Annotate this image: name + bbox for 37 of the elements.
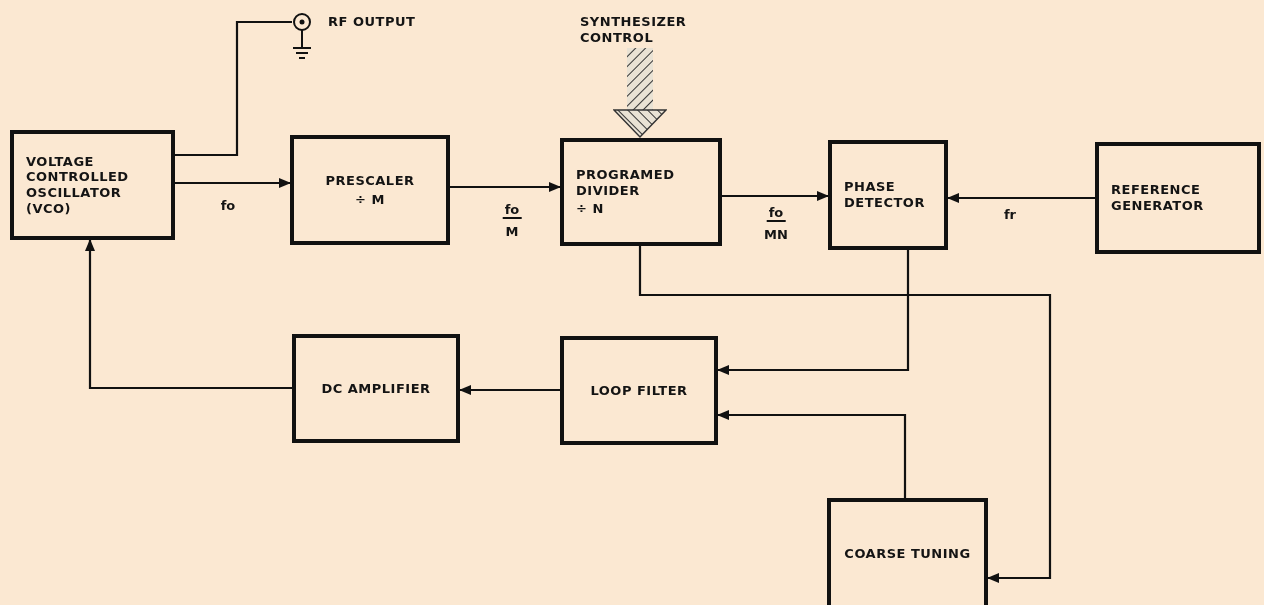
block-label: PROGRAMED DIVIDER bbox=[576, 167, 676, 199]
block-box bbox=[827, 498, 988, 605]
block-label: REFERENCE GENERATOR bbox=[1111, 182, 1205, 214]
fraction-denominator: MN bbox=[763, 228, 789, 243]
block-label: ÷ N bbox=[576, 201, 605, 217]
arrow bbox=[175, 178, 291, 188]
block-label: PHASE DETECTOR bbox=[844, 179, 926, 211]
arrow bbox=[717, 250, 910, 375]
block-box bbox=[10, 130, 175, 240]
connector-label: RF OUTPUT bbox=[328, 14, 416, 29]
block-box bbox=[828, 140, 948, 250]
block-box bbox=[1095, 142, 1261, 254]
fraction-denominator: M bbox=[504, 225, 520, 240]
block-box bbox=[560, 138, 722, 246]
edge-label: fo bbox=[220, 197, 236, 213]
block-label: LOOP FILTER bbox=[590, 382, 688, 399]
block-label: PRESCALER bbox=[325, 172, 415, 189]
block-label: COARSE TUNING bbox=[844, 546, 971, 562]
connector-line bbox=[175, 20, 292, 157]
arrow bbox=[85, 239, 292, 390]
arrow bbox=[459, 385, 560, 395]
fraction-numerator: fo bbox=[502, 203, 522, 220]
block-label: VOLTAGE CONTROLLED OSCILLATOR (VCO) bbox=[26, 153, 130, 217]
block-label: DC AMPLIFIER bbox=[321, 380, 431, 397]
hatched-arrow bbox=[613, 48, 667, 138]
control-label: SYNTHESIZER CONTROL bbox=[580, 14, 720, 46]
block-box bbox=[560, 336, 718, 445]
block-box bbox=[290, 135, 450, 245]
edge-label: fr bbox=[1003, 206, 1017, 222]
arrow bbox=[722, 191, 829, 201]
arrow bbox=[717, 410, 907, 498]
arrow bbox=[450, 182, 561, 192]
arrow bbox=[947, 193, 1095, 203]
arrow bbox=[638, 246, 1052, 583]
block-label: ÷ M bbox=[355, 191, 385, 208]
block-box bbox=[292, 334, 460, 443]
fraction-numerator: fo bbox=[766, 206, 786, 223]
